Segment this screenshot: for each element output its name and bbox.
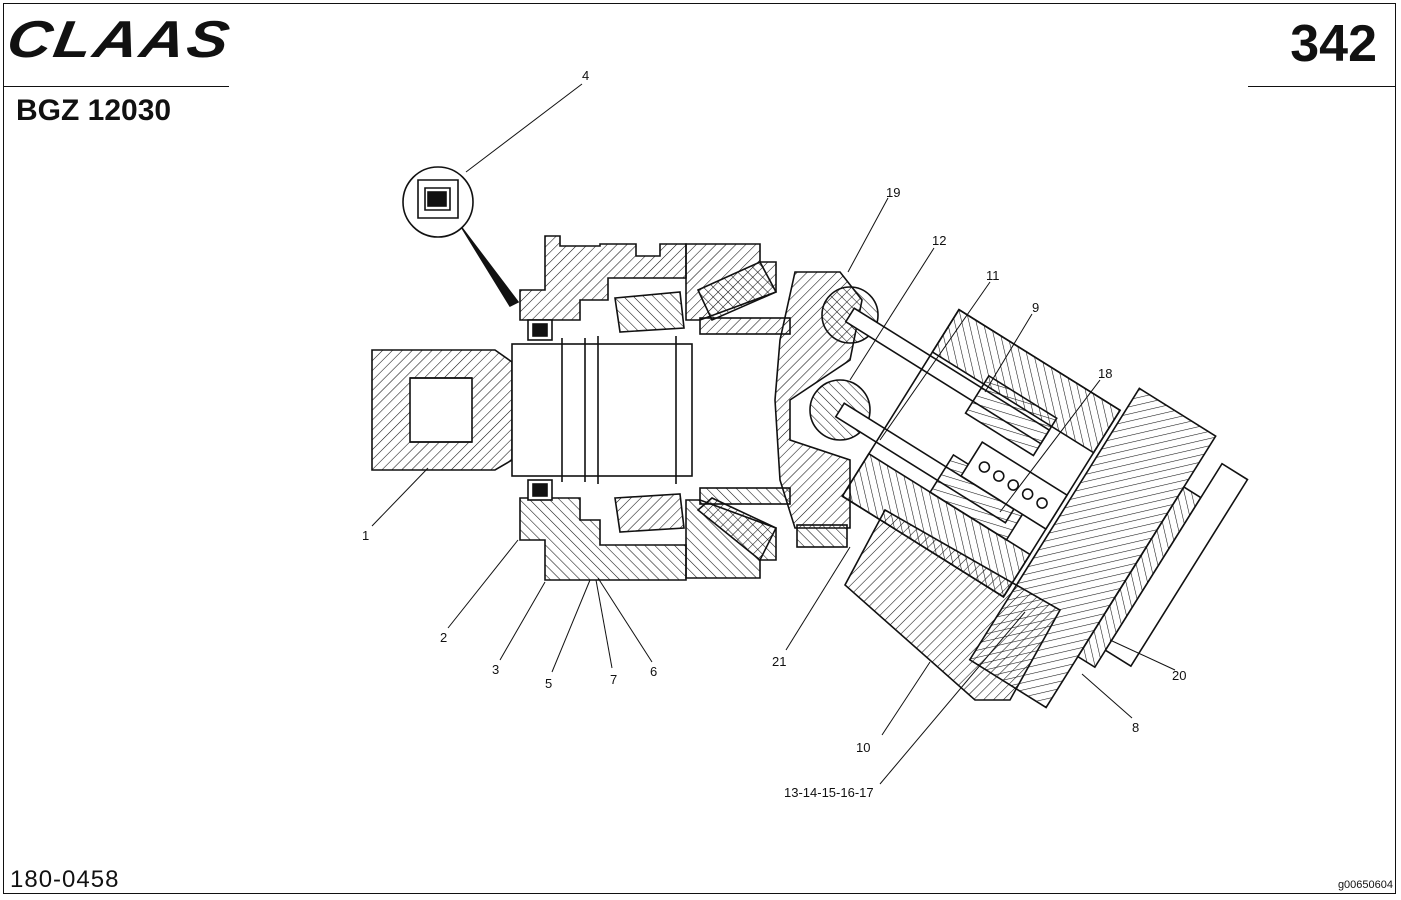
bearing-inner-lower <box>699 487 791 505</box>
callout-18: 18 <box>1098 366 1112 381</box>
callout-19: 19 <box>886 185 900 200</box>
control-plate <box>1104 462 1249 668</box>
callout-4: 4 <box>582 68 589 83</box>
bearing-roller-upper-1 <box>614 291 685 333</box>
header-rule-right <box>1248 86 1396 87</box>
callout-12: 12 <box>932 233 946 248</box>
callout-5: 5 <box>545 676 552 691</box>
header-rule-left <box>3 86 229 87</box>
pump-housing <box>843 508 1062 701</box>
page-number: 342 <box>1290 15 1377 73</box>
flange-screw <box>796 524 848 548</box>
image-id: g00650604 <box>1337 879 1393 891</box>
callout-7: 7 <box>610 672 617 687</box>
callout-13-17: 13-14-15-16-17 <box>784 785 874 800</box>
drawing-frame <box>3 3 1396 894</box>
leader-lines <box>371 83 1176 785</box>
callout-11: 11 <box>986 268 1000 283</box>
callout-1: 1 <box>362 528 369 543</box>
detail-pointer <box>461 227 520 308</box>
cylinder-upper-wall <box>931 308 1122 454</box>
callout-3: 3 <box>492 662 499 677</box>
callout-20: 20 <box>1172 668 1186 683</box>
bearing-roller-lower-1 <box>614 493 685 533</box>
bearing-roller-upper-2 <box>696 260 778 322</box>
bearing-inner-upper <box>699 317 791 335</box>
callout-21: 21 <box>772 654 786 669</box>
callout-9: 9 <box>1032 300 1039 315</box>
callout-6: 6 <box>650 664 657 679</box>
model-title: BGZ 12030 <box>16 94 172 127</box>
shaft-body <box>511 343 693 477</box>
shaft-bore <box>409 377 473 443</box>
callout-8: 8 <box>1132 720 1139 735</box>
callout-2: 2 <box>440 630 447 645</box>
document-number: 180-0458 <box>10 866 120 893</box>
callout-10: 10 <box>856 740 870 755</box>
